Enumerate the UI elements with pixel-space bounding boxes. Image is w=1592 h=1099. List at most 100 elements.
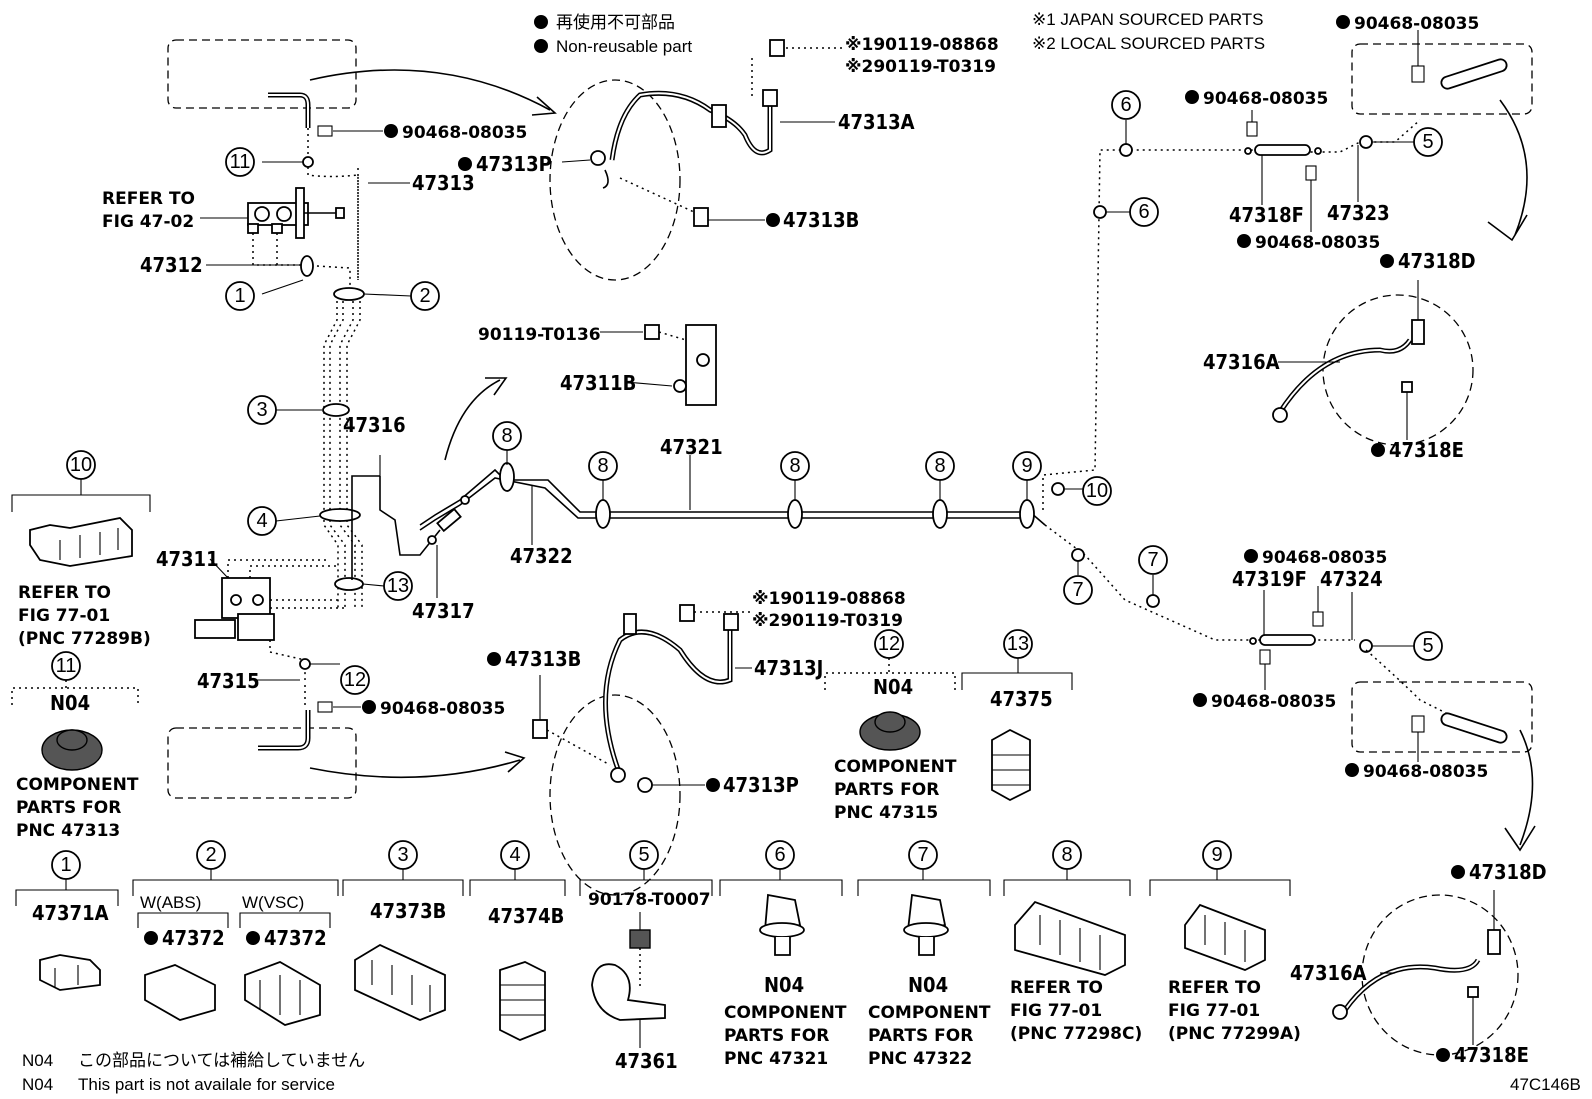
svg-text:6: 6 [774,844,785,866]
callout-8d: 8 [925,451,955,481]
part-47313B-top: 47313B [783,208,859,232]
part-47317: 47317 [412,599,475,623]
svg-text:4: 4 [256,510,267,532]
clamp-13 [334,577,364,591]
callout-13a: 13 [383,571,413,601]
detail-2-abs: W(ABS) [140,893,201,912]
part-47313P-top: 47313P [476,152,552,176]
detail-10-ref3: (PNC 77289B) [18,629,151,649]
clamp-2 [333,287,365,301]
part-47311: 47311 [156,547,219,571]
part-90468-a: 90468-08035 [402,123,527,143]
part-90468-h: 90468-08035 [1363,762,1488,782]
detail-12-line1: COMPONENT [834,757,957,777]
callout-8a: 8 [492,421,522,451]
part-90119-T0136: 90119-T0136 [478,325,601,345]
detail-6-line2: PARTS FOR [724,1026,829,1046]
part-90119-T0319-bot: ※290119-T0319 [752,611,903,631]
detail-7-line3: PNC 47322 [868,1049,972,1069]
bracket-47311B: 90119-T0136 47311B [444,324,717,461]
callout-11a: 11 [225,147,255,177]
clamp-4 [319,508,361,522]
detail-7-line2: PARTS FOR [868,1026,973,1046]
detail-3: 3 47373B [342,840,464,1021]
detail-10: 10 REFER TO FIG 77-01 (PNC 77289B) [11,450,151,649]
detail-6-code: N04 [764,973,804,997]
bullet-icon [534,39,548,53]
part-47313J: 47313J [754,656,823,680]
part-47313: 47313 [412,171,475,195]
detail-5-bolt: 90178-T0007 [588,890,711,910]
upper-wheel-detail: 90468-08035 [167,39,557,160]
detail-11-line1: COMPONENT [16,775,139,795]
detail-11-line3: PNC 47313 [16,821,120,841]
svg-text:5: 5 [1422,635,1433,657]
detail-10-ref1: REFER TO [18,583,111,603]
legend: 再使用不可部品 Non-reusable part ※1 JAPAN SOURC… [534,10,1265,56]
detail-7-line1: COMPONENT [868,1003,991,1023]
footer-code-jp: N04 [22,1051,53,1070]
callout-2a: 2 [410,281,440,311]
svg-text:8: 8 [597,455,608,477]
svg-text:5: 5 [638,844,649,866]
svg-text:12: 12 [344,669,366,691]
part-90119-08868-bot: ※190119-08868 [752,589,906,609]
footer-note-jp: この部品については補給していません [78,1051,365,1070]
part-47316A-bot: 47316A [1290,961,1367,985]
detail-6-line1: COMPONENT [724,1003,847,1023]
svg-text:8: 8 [789,455,800,477]
part-47322: 47322 [510,544,573,568]
detail-4-part: 47374B [488,904,564,928]
detail-6-line3: PNC 47321 [724,1049,828,1069]
part-47318E-bot: 47318E [1454,1043,1529,1067]
svg-text:13: 13 [1007,633,1029,655]
svg-text:9: 9 [1021,455,1032,477]
callout-6a: 6 [1111,90,1141,120]
svg-text:12: 12 [878,633,900,655]
detail-5-part: 47361 [615,1049,678,1073]
part-90468-g: 90468-08035 [1211,692,1336,712]
svg-text:1: 1 [234,285,245,307]
svg-text:2: 2 [419,285,430,307]
part-90468-d: 90468-08035 [1255,233,1380,253]
svg-text:2: 2 [205,844,216,866]
detail-9: 9 REFER TO FIG 77-01 (PNC 77299A) [1149,840,1301,1044]
detail-11-line2: PARTS FOR [16,798,121,818]
detail-11: 11 N04 COMPONENT PARTS FOR PNC 47313 [11,651,139,841]
part-90468-f: 90468-08035 [1262,548,1387,568]
detail-11-code: N04 [50,691,90,715]
part-90119-T0319-top: ※290119-T0319 [845,57,996,77]
svg-text:13: 13 [387,575,409,597]
figure-id: 47C146B [1510,1075,1581,1094]
svg-text:3: 3 [256,399,267,421]
detail-1: 1 47371A [15,850,119,991]
part-47321: 47321 [660,435,723,459]
detail-12: 12 N04 COMPONENT PARTS FOR PNC 47315 [824,629,957,823]
detail-12-line3: PNC 47315 [834,803,938,823]
legend-local-sourced: ※2 LOCAL SOURCED PARTS [1032,34,1265,53]
front-hose-lower-detail: ※190119-08868 ※290119-T0319 47313J 47313… [487,589,906,896]
part-90119-08868-top: ※190119-08868 [845,35,999,55]
callout-3a: 3 [247,395,277,425]
detail-13-part: 47375 [990,687,1053,711]
detail-1-part: 47371A [32,901,109,925]
svg-text:7: 7 [917,844,928,866]
refer-master-line1: REFER TO [102,189,195,209]
footer-note-en: This part is not availale for service [78,1075,335,1094]
callout-5b: 5 [1413,631,1443,661]
part-47312: 47312 [140,253,203,277]
detail-8: 8 REFER TO FIG 77-01 (PNC 77298C) [1003,840,1142,1044]
svg-text:6: 6 [1120,94,1131,116]
main-rear-line: 47317 47322 47321 [412,119,1421,641]
part-47316A-top: 47316A [1203,350,1280,374]
part-47313P-bot: 47313P [723,773,799,797]
callout-5a: 5 [1413,127,1443,157]
footer-code-en: N04 [22,1075,53,1094]
detail-8-ref2: FIG 77-01 [1010,1001,1102,1021]
svg-text:7: 7 [1147,549,1158,571]
svg-text:10: 10 [70,454,92,476]
part-90468-e: 90468-08035 [1354,14,1479,34]
clip-icon [317,701,333,713]
part-47311B: 47311B [560,371,636,395]
